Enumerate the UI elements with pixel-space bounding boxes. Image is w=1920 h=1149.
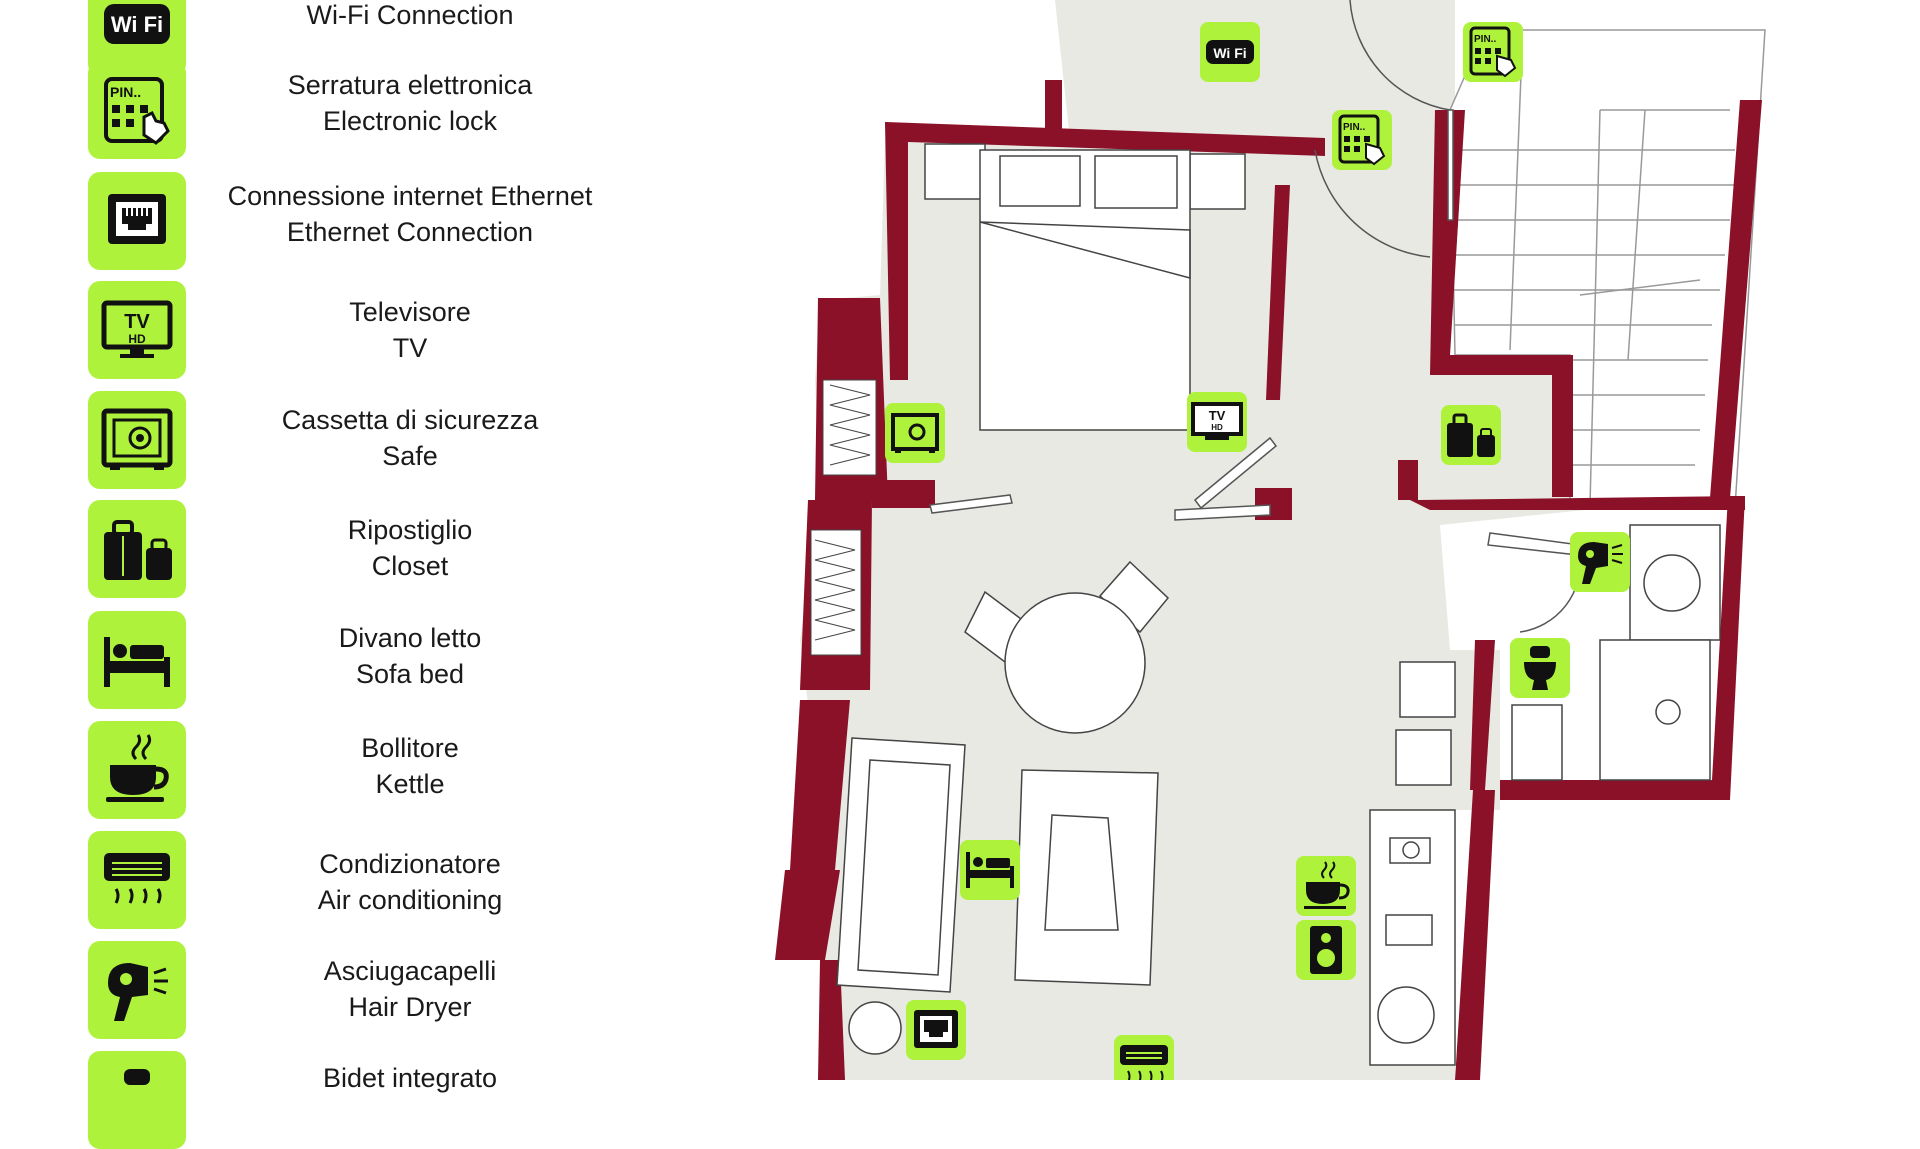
legend-icon-safe [88, 391, 186, 489]
tv-icon [1185, 390, 1249, 454]
luggage-icon [104, 520, 172, 580]
legend-icon-ethernet [88, 172, 186, 270]
luggage-icon [1439, 403, 1503, 467]
safe-icon [883, 401, 947, 465]
pin-keypad-icon [1330, 108, 1394, 172]
coffee-cup-icon [1294, 854, 1358, 918]
wifi-icon: Wi Fi [104, 4, 170, 44]
svg-text:HD: HD [128, 332, 146, 346]
tv-icon: TV HD [101, 300, 173, 358]
bed-icon [960, 840, 1020, 900]
legend-icon-pin: PIN.. [88, 61, 186, 159]
hair-dryer-icon [108, 963, 168, 1021]
legend-label-wifi: Wi-Fi Connection [210, 0, 610, 33]
dining-table [964, 560, 1170, 734]
legend-icon-dryer [88, 941, 186, 1039]
legend-en: Wi-Fi Connection [306, 0, 514, 30]
legend-icon-bed [88, 611, 186, 709]
svg-text:TV: TV [124, 311, 150, 333]
sofa-bed [836, 737, 1159, 1055]
bed [924, 143, 1246, 431]
svg-text:PIN..: PIN.. [110, 84, 141, 100]
toilet-icon [1510, 638, 1570, 698]
wifi-icon [1200, 22, 1260, 82]
speaker-icon [1296, 920, 1356, 980]
coffee-cup-icon [106, 734, 169, 802]
legend-icon-coffee [88, 721, 186, 819]
bed-icon [104, 637, 170, 687]
legend-icon-luggage [88, 500, 186, 598]
hair-dryer-icon [1569, 531, 1631, 593]
safe-icon [101, 408, 173, 470]
legend-icon-ac [88, 831, 186, 929]
svg-text:Wi Fi: Wi Fi [111, 12, 163, 37]
air-conditioner-icon [1113, 1034, 1175, 1080]
legend-icon-tv: TV HD [88, 281, 186, 379]
air-conditioner-icon [104, 853, 170, 904]
ethernet-port-icon [906, 1000, 966, 1060]
pin-keypad-icon: PIN.. [104, 77, 170, 145]
ethernet-port-icon [108, 194, 166, 244]
pin-keypad-icon [1461, 20, 1525, 84]
kitchen [1369, 661, 1456, 1066]
doors [929, 0, 1582, 633]
